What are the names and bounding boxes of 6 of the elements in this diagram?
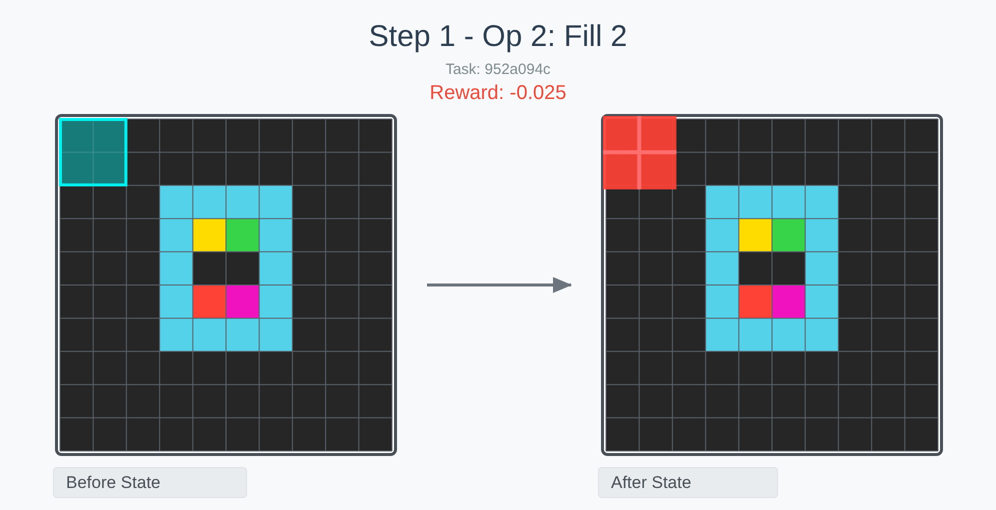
arrow <box>427 277 572 293</box>
diagram-title: Step 1 - Op 2: Fill 2 <box>368 19 628 55</box>
caption-label: Before State <box>53 467 247 498</box>
caption-label: After State <box>598 467 778 498</box>
reward-label: Reward: -0.025 <box>430 82 566 105</box>
task-label: Task: 952a094c <box>445 61 551 79</box>
